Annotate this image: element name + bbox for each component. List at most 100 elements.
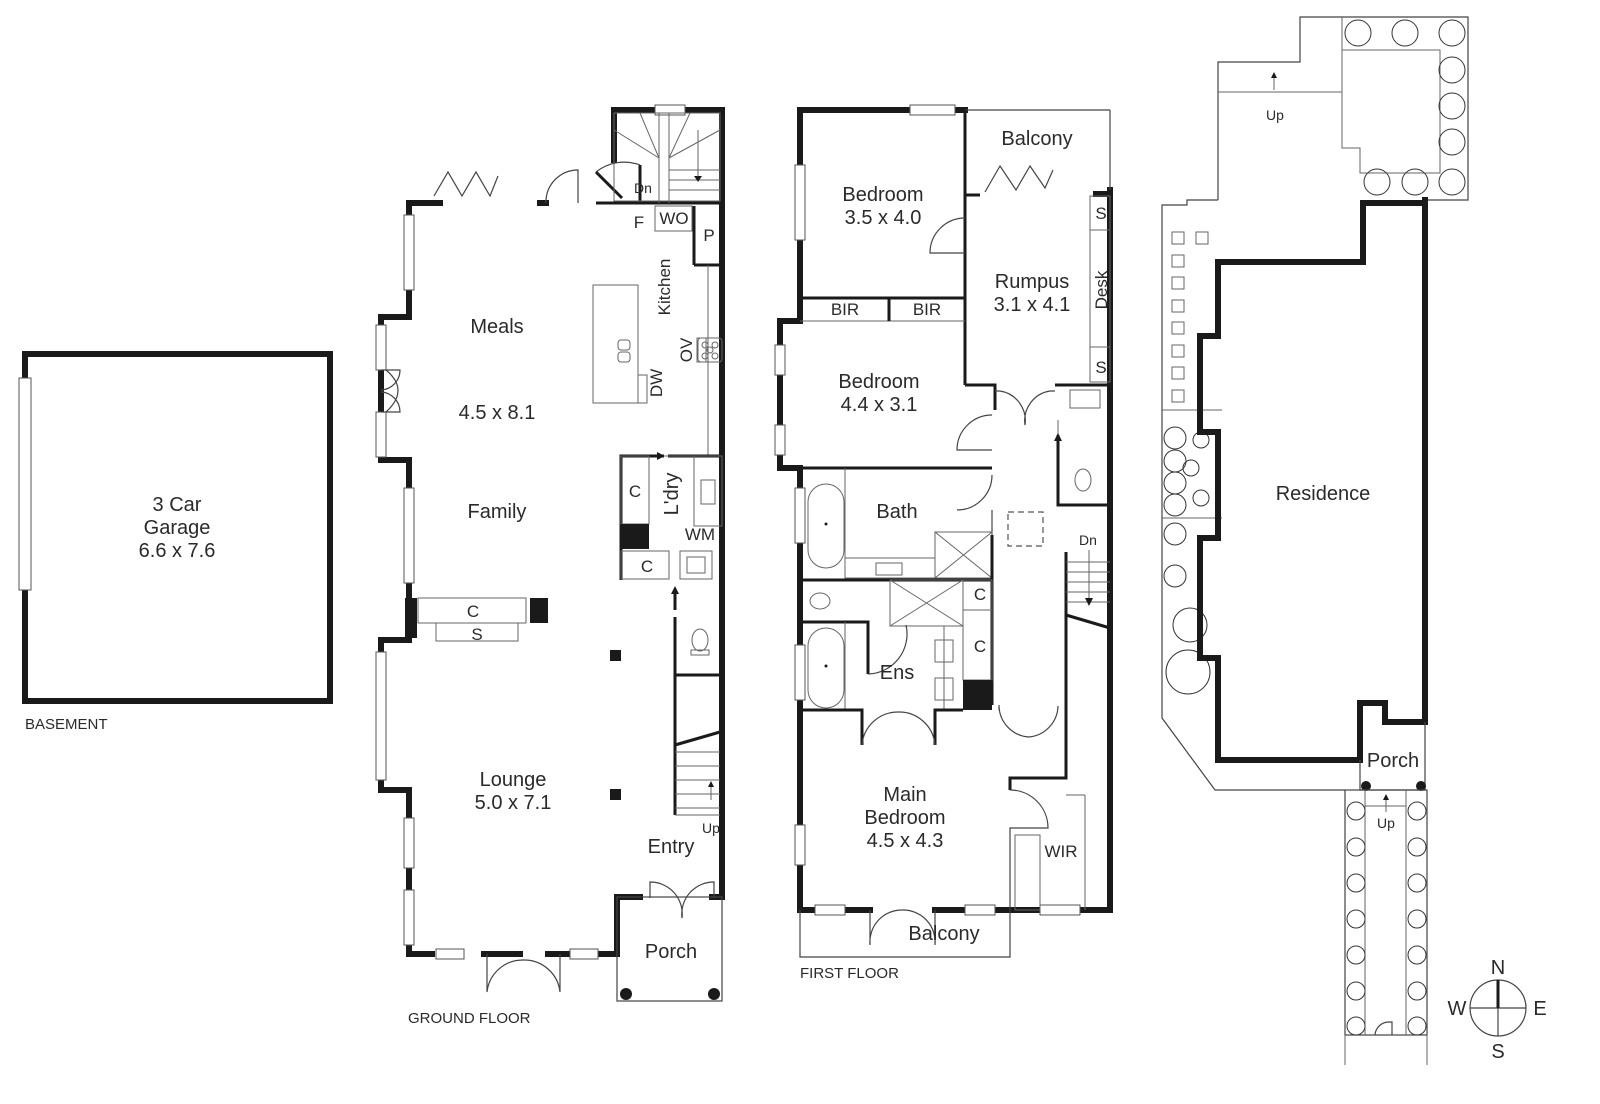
balcony-door [869,909,936,946]
sink-icon [617,339,631,351]
porch-column [1416,781,1426,791]
wall [933,708,963,745]
first-floor-label: FIRST FLOOR [800,965,899,982]
ensuite-double-door [861,711,936,746]
double-door [995,390,1055,426]
main-bedroom-dims: 4.5 x 4.3 [867,830,944,852]
window [435,948,465,960]
manhole [1007,511,1044,547]
wir-door [1009,789,1049,910]
kitchen-label: Kitchen [655,259,674,316]
dishwasher-label: DW [647,369,666,397]
door-swing [545,169,579,204]
window [794,164,806,241]
kitchen-island [592,284,639,404]
side-garden-outline [1161,199,1345,791]
bir-1-label: BIR [831,300,859,319]
cupboard-2-label: C [974,637,986,656]
window [964,904,996,916]
staircase-first [1064,550,1111,760]
bifold-door [433,170,499,198]
trees-side [1163,426,1211,695]
toilet-icon [1074,468,1092,492]
site-plan: Up Residence [1161,16,1547,1065]
compass-west: W [1448,998,1467,1020]
entry-label: Entry [648,836,695,858]
burner [711,341,719,349]
column [610,789,621,800]
dishwasher-box [637,374,648,404]
bathtub-icon [807,483,845,569]
staircase-top [613,112,721,203]
sink-box [679,550,713,580]
laundry-cupboard-2 [620,550,670,580]
bathtub-icon [807,627,845,709]
porch-label: Porch [645,941,697,963]
burner [701,341,709,349]
stairs-down-label-first: Dn [1079,532,1097,548]
porch-column [620,988,632,1000]
sink-basin [686,556,706,574]
wall [800,620,870,674]
door-swing [929,217,966,254]
garage-door [18,377,32,591]
arrow-icon [657,452,665,460]
window [403,487,415,584]
column-block [963,680,992,710]
sink-icon [617,351,631,363]
basin [875,562,903,576]
wc-wall [1056,435,1110,507]
bifold-door [984,164,1054,193]
fireplace-pier [530,598,548,623]
arrow-icon [1271,72,1277,78]
lounge-dims: 5.0 x 7.1 [475,792,552,814]
west-wall-meals [378,200,443,601]
compass-north: N [1491,957,1505,979]
rumpus-dims: 3.1 x 4.1 [994,294,1071,316]
lounge-shelf-label: S [471,625,482,644]
balcony-front-label: Balcony [908,923,979,945]
compass-east: E [1533,998,1546,1020]
window [375,651,387,781]
window [403,214,415,291]
washing-machine-label: WM [685,525,715,544]
window [794,644,806,701]
bath-label: Bath [876,501,917,523]
lounge-cupboard-label: C [467,602,479,621]
balcony-rear-label: Balcony [1001,128,1072,150]
toilet-icon [809,592,831,610]
window [794,487,806,544]
door-swing [956,414,993,451]
front-balcony-outline [799,910,1011,958]
door-leaf [380,369,401,391]
garage-label-line1: 3 Car [153,494,202,516]
basin [1069,389,1101,409]
lounge-shelf [435,622,519,642]
wall [965,383,997,410]
burner [711,352,719,360]
shelf-box [1089,346,1111,383]
arrow-icon [1054,433,1062,441]
window [569,948,599,960]
burner [706,346,714,354]
drain [824,664,828,668]
basement-plan: 3 Car Garage 6.6 x 7.6 BASEMENT [18,351,333,733]
meals-dims: 4.5 x 8.1 [459,402,536,424]
ground-floor-label: GROUND FLOOR [408,1010,531,1027]
trees-rear [1344,19,1466,196]
residence-walls [1197,197,1428,763]
stairs-up-label: Up [702,820,720,836]
oven-label: OV [677,337,696,362]
door-swing [867,624,908,675]
lounge-door [522,954,561,993]
cupboard-1-label: C [974,585,986,604]
bedroom-2-dims: 4.4 x 3.1 [841,394,918,416]
wall [800,708,864,745]
laundry-bench [693,455,723,527]
south-wall-b [545,894,643,957]
porch-outline [616,896,723,1002]
window [794,824,806,866]
wall-oven-box [654,205,693,232]
garage-dims: 6.6 x 7.6 [139,540,216,562]
